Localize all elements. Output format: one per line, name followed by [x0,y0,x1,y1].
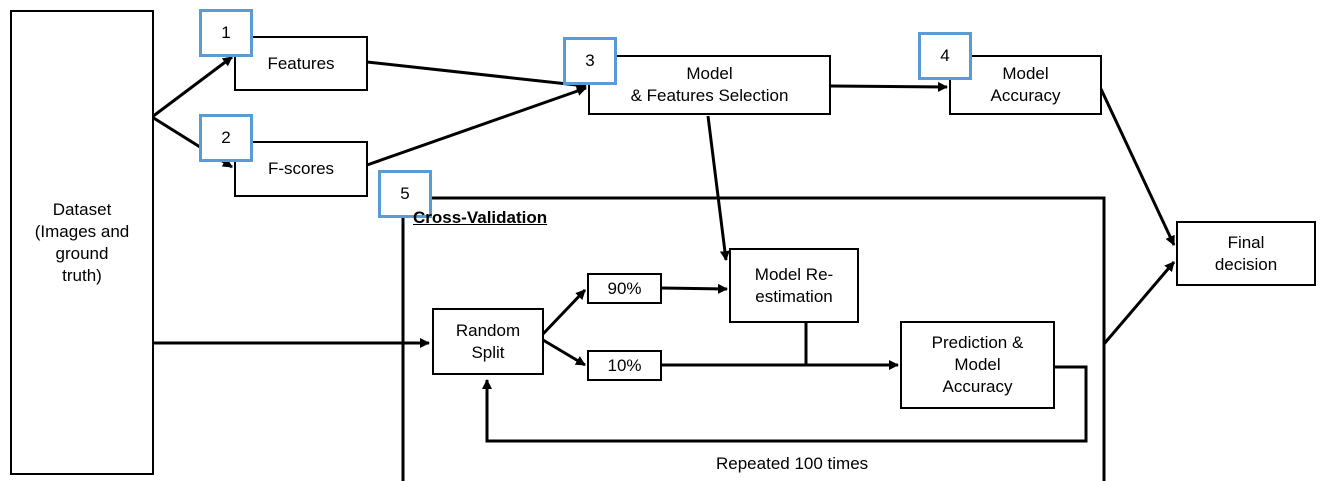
final-decision-box: Final decision [1176,221,1316,286]
badge-4: 4 [918,32,972,80]
random-split-box: Random Split [432,308,544,375]
badge-5: 5 [378,170,432,218]
arrow-fscores-model [366,86,587,167]
arrow-accuracy-final [1099,88,1176,246]
arrow-model-accuracy [829,81,948,92]
badge-3: 3 [563,37,617,85]
prediction-box: Prediction & Model Accuracy [900,321,1055,409]
dataset-box: Dataset (Images and ground truth) [10,10,154,475]
arrow-split-90 [541,288,587,336]
split-10-box: 10% [587,350,662,381]
loop-label: Repeated 100 times [716,454,869,473]
features-box: Features [234,36,368,91]
arrow-loop-back [482,365,1088,443]
model-accuracy-box: Model Accuracy [949,55,1102,115]
badge-2: 2 [199,114,253,162]
reestimation-box: Model Re- estimation [729,248,859,323]
arrow-split-10 [542,338,586,367]
arrow-features-model [366,60,587,90]
badge-1: 1 [199,9,253,57]
arrow-model-reestimation [706,115,730,261]
arrow-90-reestimation [660,283,728,294]
cross-validation-frame [401,196,1106,481]
cross-validation-title: Cross-Validation [413,208,548,227]
fscores-box: F-scores [234,141,368,197]
model-selection-box: Model & Features Selection [588,55,831,115]
split-90-box: 90% [587,273,662,304]
arrow-cv-final [1102,261,1176,345]
arrow-dataset-features [151,55,233,119]
